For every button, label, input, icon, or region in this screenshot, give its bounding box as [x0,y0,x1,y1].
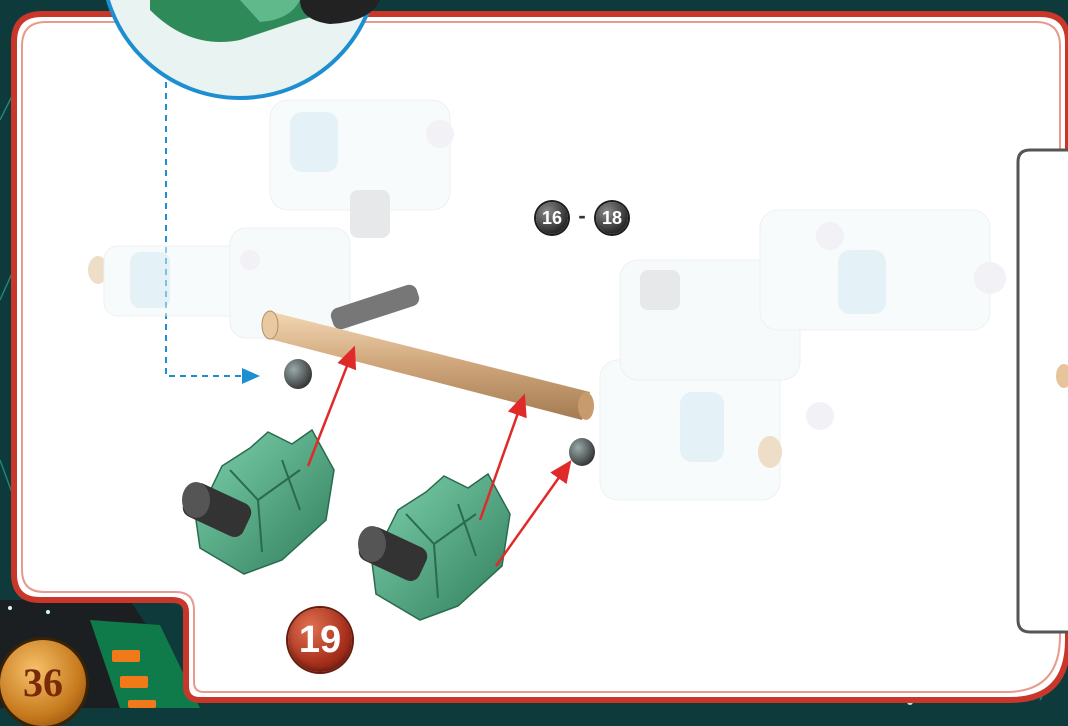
reference-range-separator: - [572,203,592,229]
rod-end-cap-right [569,438,595,466]
reference-step-end-badge: 18 [596,202,628,234]
panel-border [14,14,1068,700]
instruction-panel [0,0,1068,708]
page-number-medallion: 36 [0,640,86,726]
side-callout-box [1018,150,1068,632]
reference-step-start-badge: 16 [536,202,568,234]
rod-end-cap-left [284,359,312,389]
step-number-badge: 19 [288,608,352,672]
